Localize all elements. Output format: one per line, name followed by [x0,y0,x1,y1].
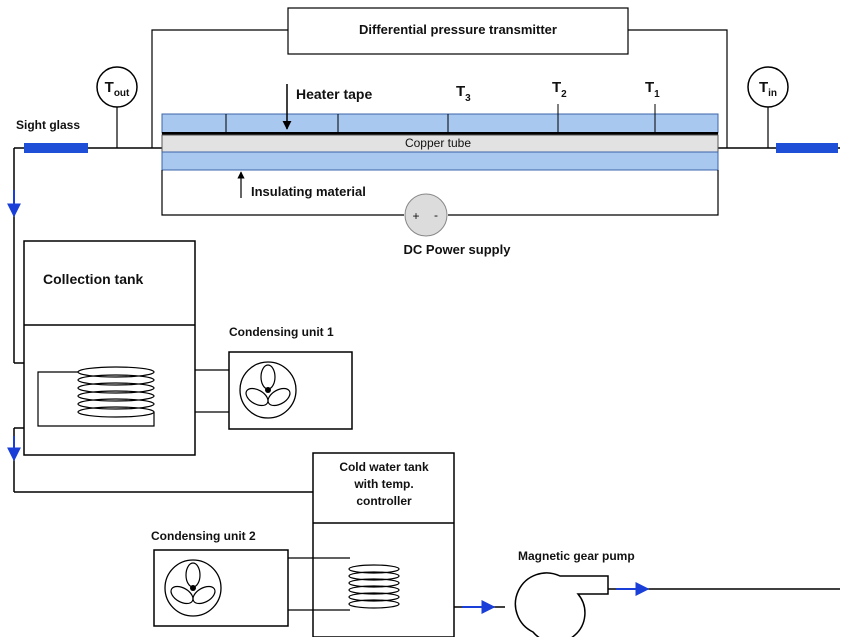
t3-label: T3 [456,83,471,104]
collection-tank [23,240,196,456]
cold-water-tank-coil [348,564,400,609]
power-lead-right [448,170,719,216]
t2-label: T2 [552,79,567,100]
dp-right-lead [628,29,728,148]
t1-label: T1 [645,79,660,100]
insulation-bottom [161,151,719,171]
sight-glass-inlet [776,143,838,153]
insulating-material-label: Insulating material [251,184,366,199]
heater-tape [162,132,718,135]
cold-water-tank-label-line3: controller [356,494,412,508]
cold-water-tank-label-line1: Cold water tank [339,460,429,474]
collection-tank-label: Collection tank [43,271,144,287]
sight-glass-label: Sight glass [16,118,80,132]
t-out-label: Tout [105,79,130,99]
differential-pressure-transmitter-label: Differential pressure transmitter [359,22,557,37]
power-minus-sign: - [434,208,438,222]
magnetic-gear-pump-icon [514,572,609,637]
dc-power-supply-icon [404,193,448,237]
t-out-gauge [96,66,138,108]
sight-glass-outlet [24,143,88,153]
condensing-unit-1-label: Condensing unit 1 [229,325,334,339]
fan-icon-2 [164,559,222,617]
power-lead-left [161,170,404,216]
cold-water-tank [312,452,455,637]
differential-pressure-transmitter-box [287,7,629,55]
collection-tank-coil [77,366,155,418]
dc-power-supply-label: DC Power supply [404,242,512,257]
dp-left-lead [151,29,288,148]
coil-return-pipe [37,371,155,427]
heater-tape-label: Heater tape [296,86,372,102]
condensing-unit-2-label: Condensing unit 2 [151,529,256,543]
fan-icon-1 [239,361,297,419]
t-in-label: Tin [759,79,777,99]
magnetic-gear-pump-label: Magnetic gear pump [518,549,635,563]
power-plus-sign: + [412,209,419,223]
t-in-gauge [747,66,789,108]
cold-water-tank-label-line2: with temp. [353,477,413,491]
insulation-top [161,113,719,134]
copper-tube-label: Copper tube [405,136,471,150]
